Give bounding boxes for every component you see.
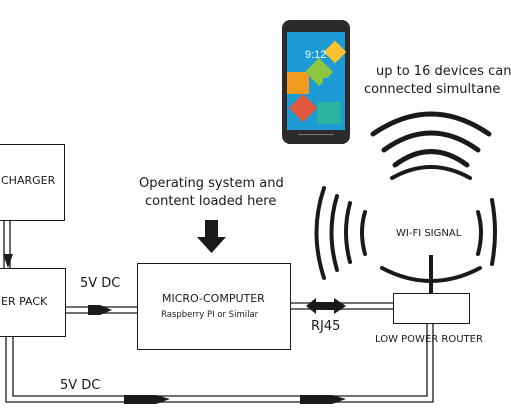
os-note-line2: content loaded here	[145, 194, 277, 209]
wifi-arcs	[314, 111, 497, 283]
right-arrow-bottom-1	[124, 395, 170, 404]
down-arrow-os	[197, 220, 226, 253]
down-arrow-charger	[3, 254, 13, 268]
power-pack-label: ER PACK	[1, 295, 48, 308]
screen-tile	[288, 93, 318, 123]
micro-computer-box: MICRO-COMPUTER Raspberry PI or Similar	[137, 263, 291, 350]
phone-clock: 9:12	[305, 49, 327, 61]
dc-label-bottom: 5V DC	[60, 378, 101, 393]
router-label: LOW POWER ROUTER	[375, 334, 483, 345]
diagram-canvas: 9:12 up to 16 devices can connected simu…	[0, 20, 511, 404]
charger-box: CHARGER	[0, 144, 65, 221]
power-pack-box: ER PACK	[0, 268, 66, 337]
screen-tile	[323, 78, 345, 100]
charger-label: CHARGER	[1, 174, 56, 187]
right-arrow-5v	[88, 305, 112, 315]
micro-computer-title: MICRO-COMPUTER	[162, 292, 265, 305]
router-box	[393, 293, 470, 324]
bottom-power-wire	[5, 323, 434, 403]
wifi-signal-label: WI-FI SIGNAL	[396, 228, 462, 239]
screen-tile	[287, 72, 309, 94]
phone-nav-bar	[298, 134, 334, 139]
screen-tile	[323, 40, 347, 64]
right-arrow-bottom-2	[300, 395, 346, 404]
smartphone-icon: 9:12	[282, 20, 350, 144]
phone-screen: 9:12	[287, 32, 347, 130]
connection-lines	[3, 111, 497, 404]
devices-note-line2: connected simultane	[364, 82, 501, 97]
devices-note-line1: up to 16 devices can	[376, 64, 511, 79]
rj45-label: RJ45	[311, 319, 341, 334]
dc-label-top: 5V DC	[80, 276, 121, 291]
bidirectional-arrow-rj45	[306, 298, 346, 314]
computer-to-router-wire	[291, 302, 393, 310]
micro-computer-subtitle: Raspberry PI or Similar	[161, 310, 259, 320]
screen-tile	[317, 102, 341, 124]
os-note-line1: Operating system and	[139, 176, 284, 191]
